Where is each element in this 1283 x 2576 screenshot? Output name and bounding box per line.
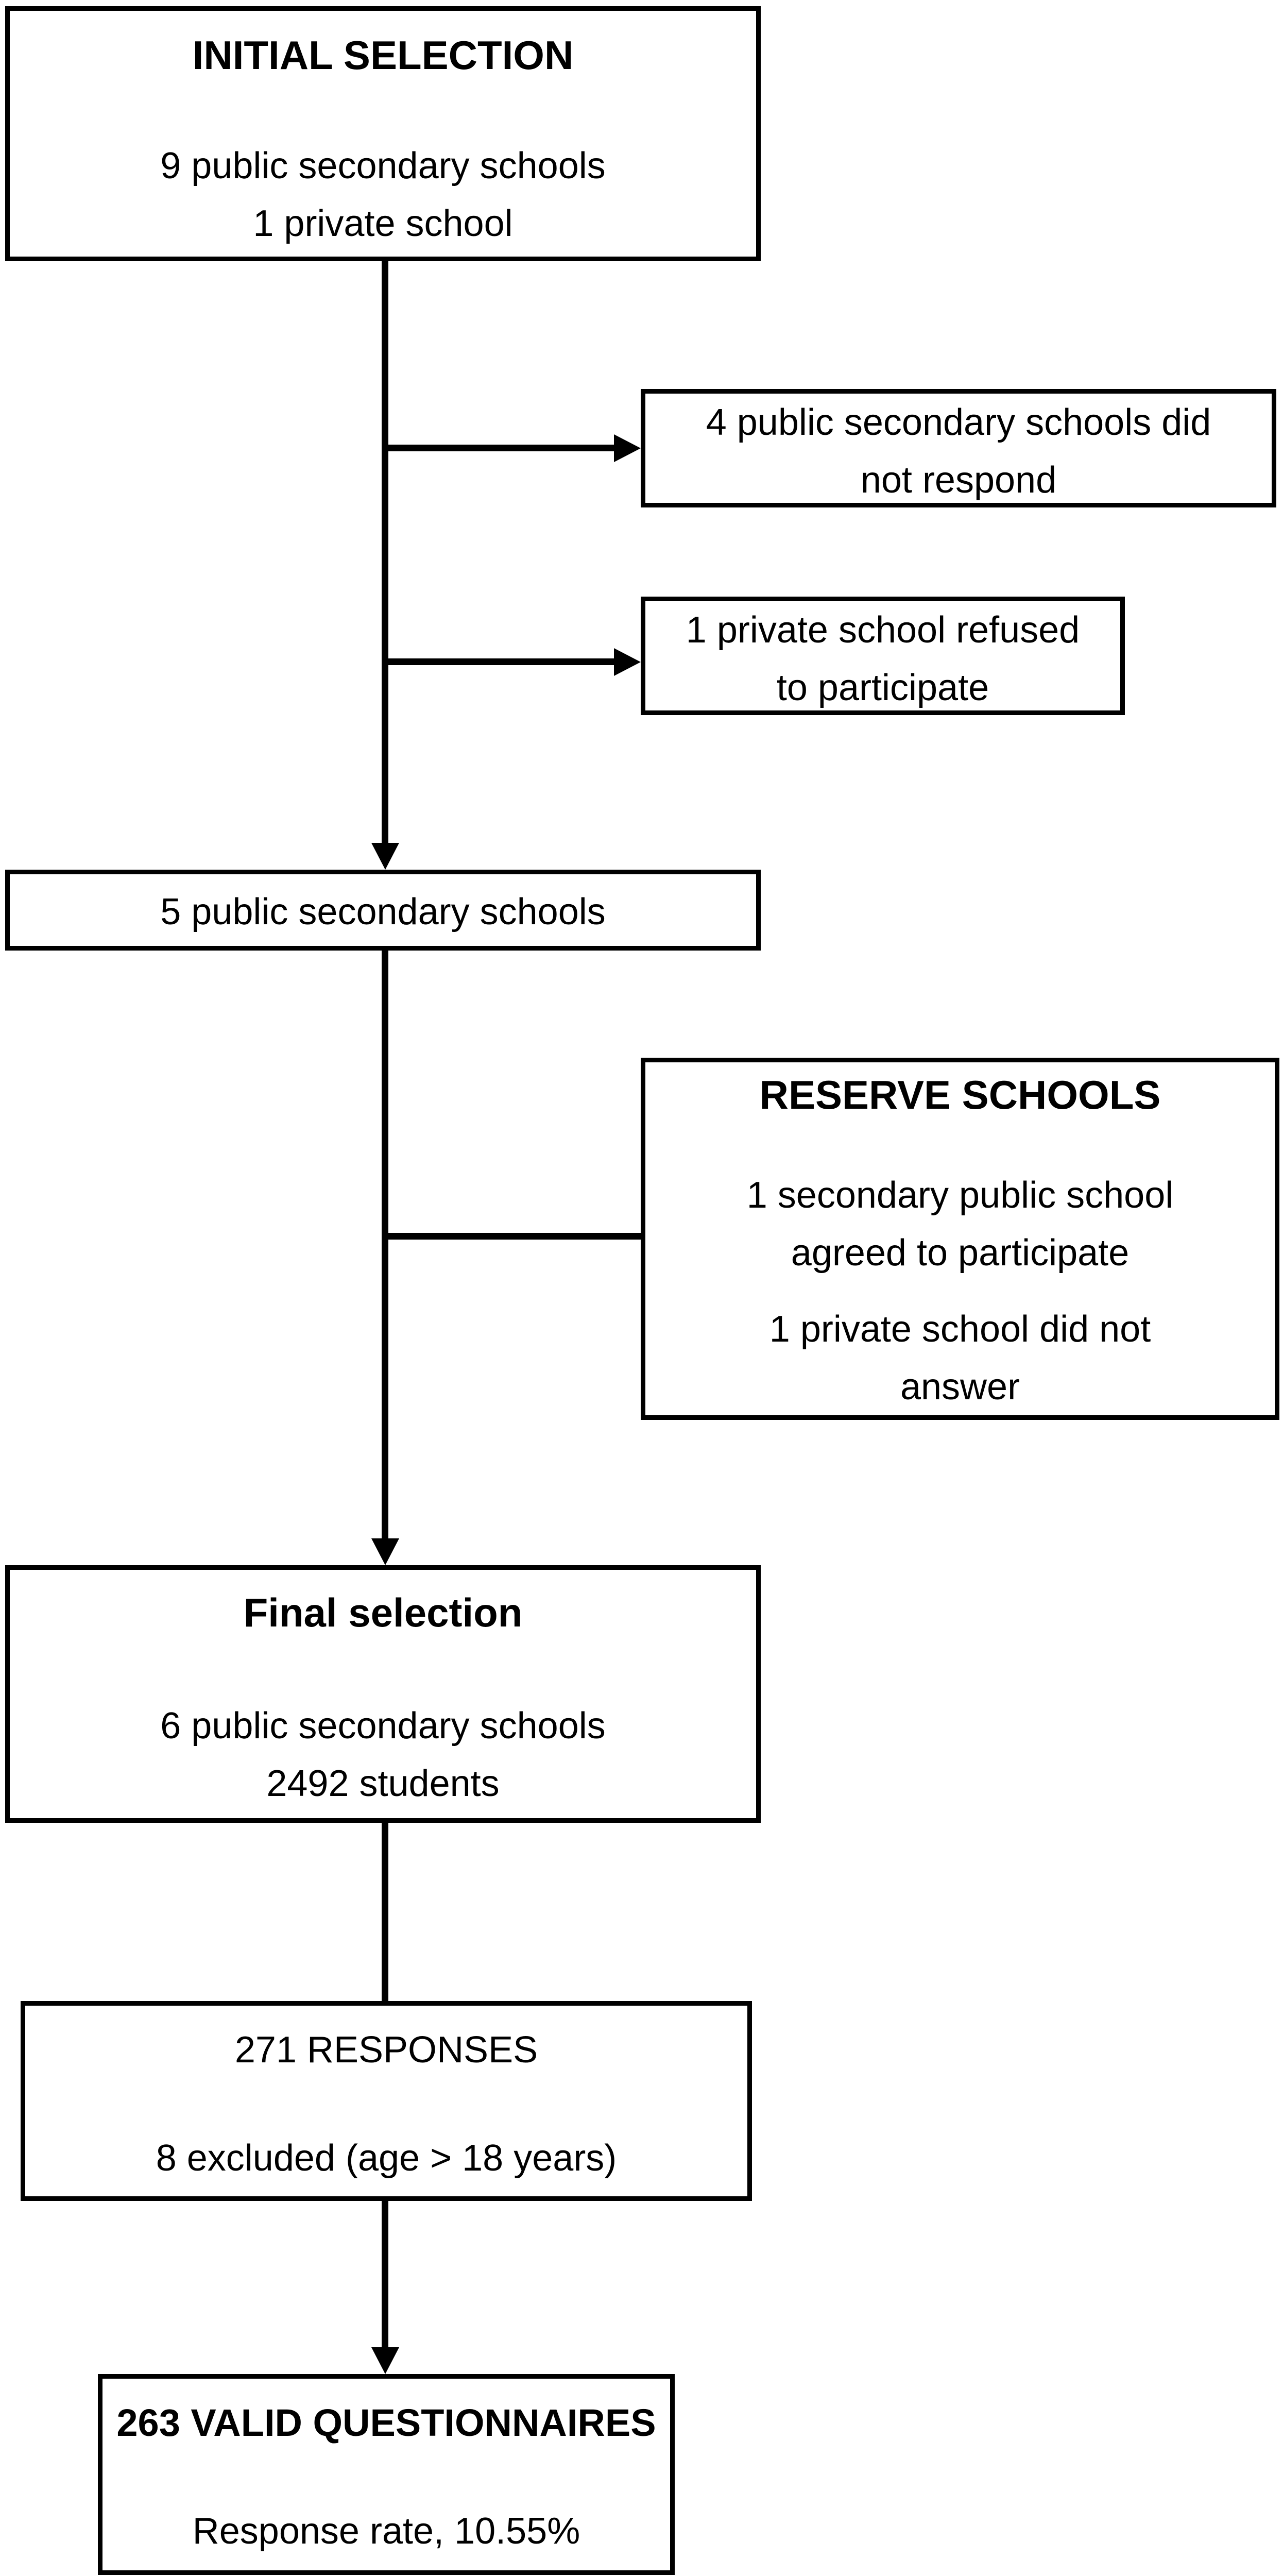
connector-trunk-five-to-final	[382, 951, 388, 1538]
box-line: 1 secondary public school	[746, 1175, 1174, 1216]
box-title: RESERVE SCHOOLS	[759, 1072, 1161, 1117]
box-title: INITIAL SELECTION	[192, 32, 574, 78]
box-line: 1 private school	[253, 203, 513, 244]
connector-trunk-responses-to-valid	[382, 2201, 388, 2347]
box-line: 2492 students	[266, 1763, 500, 1804]
box-line: Response rate, 10.55%	[192, 2511, 580, 2552]
box-schools-did-not-respond: 4 public secondary schools did not respo…	[641, 389, 1276, 507]
arrowhead-right-into-no-respond-box	[614, 434, 641, 462]
box-line: 6 public secondary schools	[160, 1705, 606, 1747]
box-line: 1 private school did not	[769, 1309, 1151, 1350]
box-line: agreed to participate	[791, 1232, 1130, 1274]
box-final-selection: Final selection 6 public secondary schoo…	[5, 1565, 761, 1823]
box-line: 271 RESPONSES	[234, 2029, 538, 2071]
box-line: 5 public secondary schools	[160, 891, 606, 933]
box-line: to participate	[776, 667, 989, 708]
connector-branch-refused	[385, 658, 614, 665]
box-line: 9 public secondary schools	[160, 145, 606, 187]
box-line: answer	[900, 1366, 1020, 1408]
arrowhead-right-into-refused-box	[614, 648, 641, 676]
box-line: 8 excluded (age > 18 years)	[156, 2138, 617, 2179]
box-reserve-schools: RESERVE SCHOOLS 1 secondary public schoo…	[641, 1058, 1279, 1420]
box-title: Final selection	[243, 1590, 523, 1635]
arrowhead-down-into-valid-box	[371, 2347, 399, 2374]
connector-trunk-initial-to-five	[382, 261, 388, 843]
box-line: 1 private school refused	[686, 609, 1080, 651]
box-line: 4 public secondary schools did	[706, 402, 1211, 443]
connector-branch-no-respond	[385, 445, 614, 451]
box-initial-selection: INITIAL SELECTION 9 public secondary sch…	[5, 6, 761, 261]
connector-branch-reserve	[385, 1233, 641, 1240]
box-responses: 271 RESPONSES 8 excluded (age > 18 years…	[21, 2001, 752, 2201]
box-line: not respond	[860, 460, 1057, 501]
arrowhead-down-into-five-box	[371, 843, 399, 870]
box-private-school-refused: 1 private school refused to participate	[641, 597, 1125, 715]
box-valid-questionnaires: 263 VALID QUESTIONNAIRES Response rate, …	[98, 2374, 675, 2575]
box-title: 263 VALID QUESTIONNAIRES	[116, 2401, 656, 2444]
box-five-public-schools: 5 public secondary schools	[5, 870, 761, 951]
arrowhead-down-into-final-box	[371, 1538, 399, 1565]
connector-trunk-final-to-responses	[382, 1823, 388, 2001]
